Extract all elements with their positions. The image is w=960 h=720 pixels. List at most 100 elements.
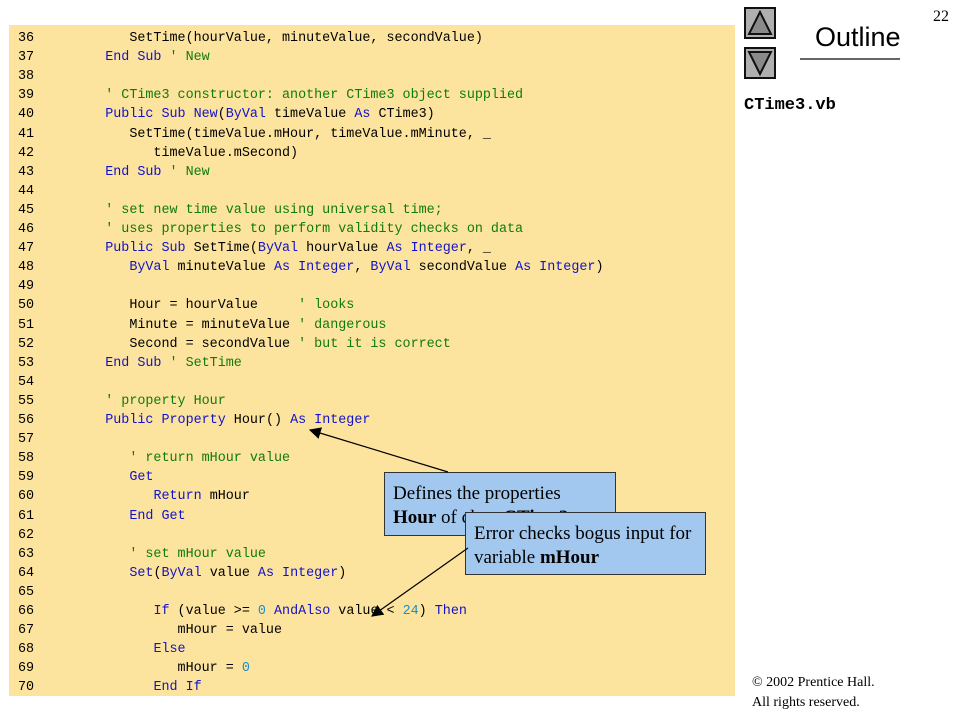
code-token: End Sub bbox=[105, 50, 162, 66]
code-text: Else bbox=[57, 642, 186, 658]
code-line: 47 Public Sub SetTime(ByVal hourValue As… bbox=[9, 239, 491, 258]
code-token: ByVal bbox=[257, 241, 299, 257]
line-number: 51 bbox=[18, 317, 35, 333]
code-text: SetTime(hourValue, minuteValue, secondVa… bbox=[57, 31, 483, 46]
code-line: 39 ' CTime3 constructor: another CTime3 … bbox=[9, 86, 523, 105]
code-line: 52 Second = secondValue ' but it is corr… bbox=[9, 335, 451, 354]
code-line: 65 bbox=[9, 583, 57, 602]
code-token: ' SetTime bbox=[161, 355, 242, 371]
code-token: (value >= bbox=[169, 604, 258, 619]
code-line: 55 ' property Hour bbox=[9, 392, 226, 411]
outline-title: Outline bbox=[815, 22, 901, 52]
code-line: 63 ' set mHour value bbox=[9, 545, 266, 564]
code-token: Public Sub New bbox=[105, 107, 218, 123]
code-token: SetTime(hourValue, minuteValue, secondVa… bbox=[57, 31, 483, 46]
code-line: 36 SetTime(hourValue, minuteValue, secon… bbox=[9, 29, 483, 48]
code-token: As Integer bbox=[273, 260, 355, 276]
code-text: End If bbox=[57, 680, 201, 695]
line-number: 60 bbox=[18, 489, 35, 505]
code-token: End Sub bbox=[105, 164, 162, 180]
line-number: 54 bbox=[18, 374, 35, 390]
code-line: 62 bbox=[9, 526, 57, 545]
code-token: ' but it is correct bbox=[298, 336, 451, 352]
code-text: End Sub ' SetTime bbox=[57, 356, 242, 371]
line-number: 50 bbox=[18, 298, 35, 314]
line-number: 63 bbox=[18, 546, 35, 562]
copyright-line: All rights reserved. bbox=[752, 695, 860, 710]
next-slide-button[interactable] bbox=[744, 47, 776, 79]
line-number: 69 bbox=[18, 661, 35, 677]
code-token bbox=[57, 680, 153, 695]
line-number: 45 bbox=[18, 202, 35, 218]
code-text: ' set mHour value bbox=[57, 547, 266, 562]
code-token: ' New bbox=[161, 164, 210, 180]
code-line: 53 End Sub ' SetTime bbox=[9, 354, 242, 373]
code-token bbox=[57, 260, 129, 275]
code-token: Public Sub bbox=[105, 241, 186, 257]
code-line: 64 Set(ByVal value As Integer) bbox=[9, 564, 346, 583]
line-number: 41 bbox=[18, 126, 35, 142]
code-text: timeValue.mSecond) bbox=[57, 146, 298, 161]
file-name: CTime3.vb bbox=[744, 96, 836, 115]
code-token: ' uses properties to perform validity ch… bbox=[57, 222, 524, 237]
code-token: value bbox=[201, 565, 258, 581]
code-token: Else bbox=[153, 642, 186, 658]
code-line: 40 Public Sub New(ByVal timeValue As CTi… bbox=[9, 105, 435, 124]
code-token: ' set mHour value bbox=[57, 546, 266, 562]
code-token: SetTime(timeValue.mHour, timeValue.mMinu… bbox=[57, 126, 491, 142]
callout-bold-text: Hour bbox=[393, 507, 437, 528]
code-text: Public Sub SetTime(ByVal hourValue As In… bbox=[57, 241, 491, 256]
code-token: As Integer bbox=[386, 241, 467, 257]
code-line: 70 End If bbox=[9, 678, 202, 696]
code-line: 44 bbox=[9, 182, 57, 201]
code-text: ' property Hour bbox=[57, 394, 226, 409]
callout-text: Error checks bogus input for variable bbox=[474, 523, 692, 568]
callout-error-check: Error checks bogus input for variable mH… bbox=[465, 512, 706, 575]
code-token: Set bbox=[129, 565, 154, 581]
previous-slide-button[interactable] bbox=[744, 7, 776, 39]
line-number: 42 bbox=[18, 145, 35, 161]
code-token: Then bbox=[434, 604, 467, 619]
code-token: ' return mHour value bbox=[57, 451, 291, 467]
code-token: ByVal bbox=[225, 107, 266, 123]
code-token: Minute = minuteValue bbox=[57, 317, 299, 333]
line-number: 36 bbox=[18, 31, 35, 46]
code-line: 45 ' set new time value using universal … bbox=[9, 201, 443, 220]
copyright-line: © 2002 Prentice Hall. bbox=[752, 675, 875, 690]
code-text: ByVal minuteValue As Integer, ByVal seco… bbox=[57, 260, 603, 275]
line-number: 48 bbox=[18, 260, 35, 276]
code-token: ' New bbox=[161, 50, 210, 66]
line-number: 61 bbox=[18, 508, 35, 524]
code-token bbox=[57, 50, 105, 65]
line-number: 53 bbox=[18, 355, 35, 371]
code-text: Public Property Hour() As Integer bbox=[57, 413, 370, 428]
line-number: 44 bbox=[18, 183, 35, 199]
code-token: 24 bbox=[402, 604, 419, 619]
code-token: As bbox=[354, 107, 371, 123]
code-line: 50 Hour = hourValue ' looks bbox=[9, 296, 354, 315]
code-token: ' CTime3 constructor: another CTime3 obj… bbox=[57, 88, 524, 104]
code-token: mHour bbox=[201, 489, 250, 505]
code-text: ' return mHour value bbox=[57, 451, 290, 466]
line-number: 70 bbox=[18, 680, 35, 696]
line-number: 52 bbox=[18, 336, 35, 352]
code-text: ' uses properties to perform validity ch… bbox=[57, 222, 523, 237]
callout-bold-text: mHour bbox=[539, 547, 600, 568]
code-token bbox=[57, 356, 105, 371]
code-line: 51 Minute = minuteValue ' dangerous bbox=[9, 316, 386, 335]
code-token bbox=[57, 642, 153, 657]
code-token: secondValue bbox=[410, 260, 516, 276]
code-token: , bbox=[354, 260, 371, 276]
code-token: minuteValue bbox=[169, 260, 274, 276]
code-token bbox=[57, 566, 129, 581]
code-token: ) bbox=[595, 260, 604, 276]
code-token: ' looks bbox=[298, 298, 355, 314]
line-number: 65 bbox=[18, 584, 35, 600]
line-number: 66 bbox=[18, 604, 35, 619]
line-number: 57 bbox=[18, 432, 35, 448]
code-text: End Sub ' New bbox=[57, 164, 210, 180]
code-token: If bbox=[153, 604, 170, 619]
code-token: ByVal bbox=[129, 260, 170, 276]
code-text: Get bbox=[57, 470, 153, 485]
outline-divider bbox=[800, 58, 900, 60]
